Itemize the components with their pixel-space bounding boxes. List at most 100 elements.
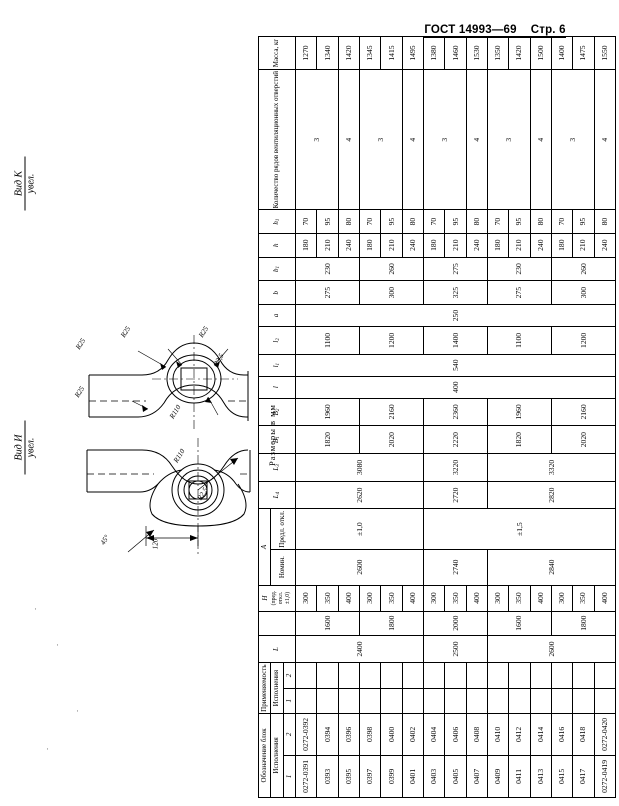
view-i-drawing (86, 438, 251, 556)
applicability-version-1 (508, 688, 531, 714)
A-nominal-value: 2840 (487, 549, 616, 586)
a-value: 250 (295, 304, 616, 327)
holes-count-value: 4 (402, 69, 424, 210)
L-sub-value: 2000 (423, 611, 488, 636)
view-k-subtitle: увел. (25, 173, 37, 194)
page-artifact-dot-1: · (34, 604, 37, 614)
dimension-table: Обозначение блок Применяемость L H(пред.… (258, 36, 616, 798)
L4-value: 2720 (423, 481, 488, 509)
designation-version-1: 0417 (572, 755, 595, 798)
h1-value: 80 (338, 209, 360, 234)
designation-version-2: 0404 (423, 713, 445, 756)
designation-version-1: 0415 (551, 755, 573, 798)
L-sub-value: 1600 (295, 611, 360, 636)
holes-count-value: 3 (487, 69, 531, 210)
L3-value: 3220 (423, 453, 488, 482)
header-L3: L3 (258, 453, 296, 482)
applicability-version-1 (359, 688, 381, 714)
header-a: a (258, 304, 296, 327)
A-deviation-value: ±1,5 (423, 508, 616, 550)
H-value: 300 (551, 585, 573, 612)
applicability-version-2 (316, 662, 339, 689)
h-value: 240 (466, 233, 488, 258)
B2-value: 2360 (423, 398, 488, 426)
header-b: b (258, 280, 296, 305)
h1-value: 95 (316, 209, 339, 234)
applicability-version-2 (444, 662, 467, 689)
mass-value: 1460 (444, 36, 467, 70)
b1-value: 260 (359, 257, 424, 281)
b-value: 275 (487, 280, 552, 305)
header-l1: l1 (258, 354, 296, 377)
header-designation-v1: 1 (283, 755, 296, 798)
designation-version-2: 0400 (380, 713, 403, 756)
holes-count-value: 4 (466, 69, 488, 210)
holes-count-value: 4 (338, 69, 360, 210)
designation-version-2: 0406 (444, 713, 467, 756)
h1-value: 70 (295, 209, 317, 234)
applicability-version-1 (530, 688, 552, 714)
h1-value: 80 (530, 209, 552, 234)
header-H: H(пред.откл.±1,0) (258, 585, 296, 612)
holes-count-value: 4 (530, 69, 552, 210)
h-value: 240 (402, 233, 424, 258)
H-value: 400 (530, 585, 552, 612)
header-B1: B1 (258, 425, 296, 454)
B1-value: 1820 (487, 425, 552, 454)
designation-version-1: 0413 (530, 755, 552, 798)
b-value: 300 (359, 280, 424, 305)
header-designation-versions: Исполнения (270, 713, 284, 798)
L-value: 2400 (295, 635, 424, 663)
H-value: 300 (423, 585, 445, 612)
applicability-version-2 (551, 662, 573, 689)
h-value: 210 (444, 233, 467, 258)
designation-version-2: 0398 (359, 713, 381, 756)
view-i-subtitle: увел. (25, 437, 37, 458)
H-value: 400 (594, 585, 616, 612)
mass-value: 1500 (530, 36, 552, 70)
designation-version-2: 0394 (316, 713, 339, 756)
H-value: 350 (508, 585, 531, 612)
h1-value: 95 (444, 209, 467, 234)
L4-value: 2620 (295, 481, 424, 509)
applicability-version-2 (338, 662, 360, 689)
H-value: 400 (338, 585, 360, 612)
header-A-deviation: Предл. откл. (270, 508, 296, 550)
applicability-version-2 (295, 662, 317, 689)
h-value: 180 (487, 233, 509, 258)
designation-version-2: 0272-0420 (594, 713, 616, 756)
designation-version-1: 0403 (423, 755, 445, 798)
header-applicability-versions: Исполнения (270, 662, 284, 714)
applicability-version-2 (572, 662, 595, 689)
applicability-version-2 (466, 662, 488, 689)
applicability-version-1 (338, 688, 360, 714)
mass-value: 1340 (316, 36, 339, 70)
mass-value: 1400 (551, 36, 573, 70)
mass-value: 1380 (423, 36, 445, 70)
applicability-version-2 (508, 662, 531, 689)
A-nominal-value: 2740 (423, 549, 488, 586)
page-number: Стр. 6 (530, 24, 566, 36)
h-value: 210 (572, 233, 595, 258)
header-L-sub (258, 611, 296, 636)
applicability-version-1 (380, 688, 403, 714)
B2-value: 2160 (551, 398, 616, 426)
A-nominal-value: 2600 (295, 549, 424, 586)
mass-value: 1345 (359, 36, 381, 70)
holes-count-value: 4 (594, 69, 616, 210)
H-value: 300 (487, 585, 509, 612)
L4-value: 2820 (487, 481, 616, 509)
l-value: 400 (295, 376, 616, 399)
mass-value: 1270 (295, 36, 317, 70)
h-value: 240 (594, 233, 616, 258)
h-value: 210 (380, 233, 403, 258)
applicability-version-2 (359, 662, 381, 689)
header-A-group: A (258, 508, 271, 586)
mass-value: 1415 (380, 36, 403, 70)
b1-value: 275 (423, 257, 488, 281)
holes-count-value: 3 (423, 69, 467, 210)
